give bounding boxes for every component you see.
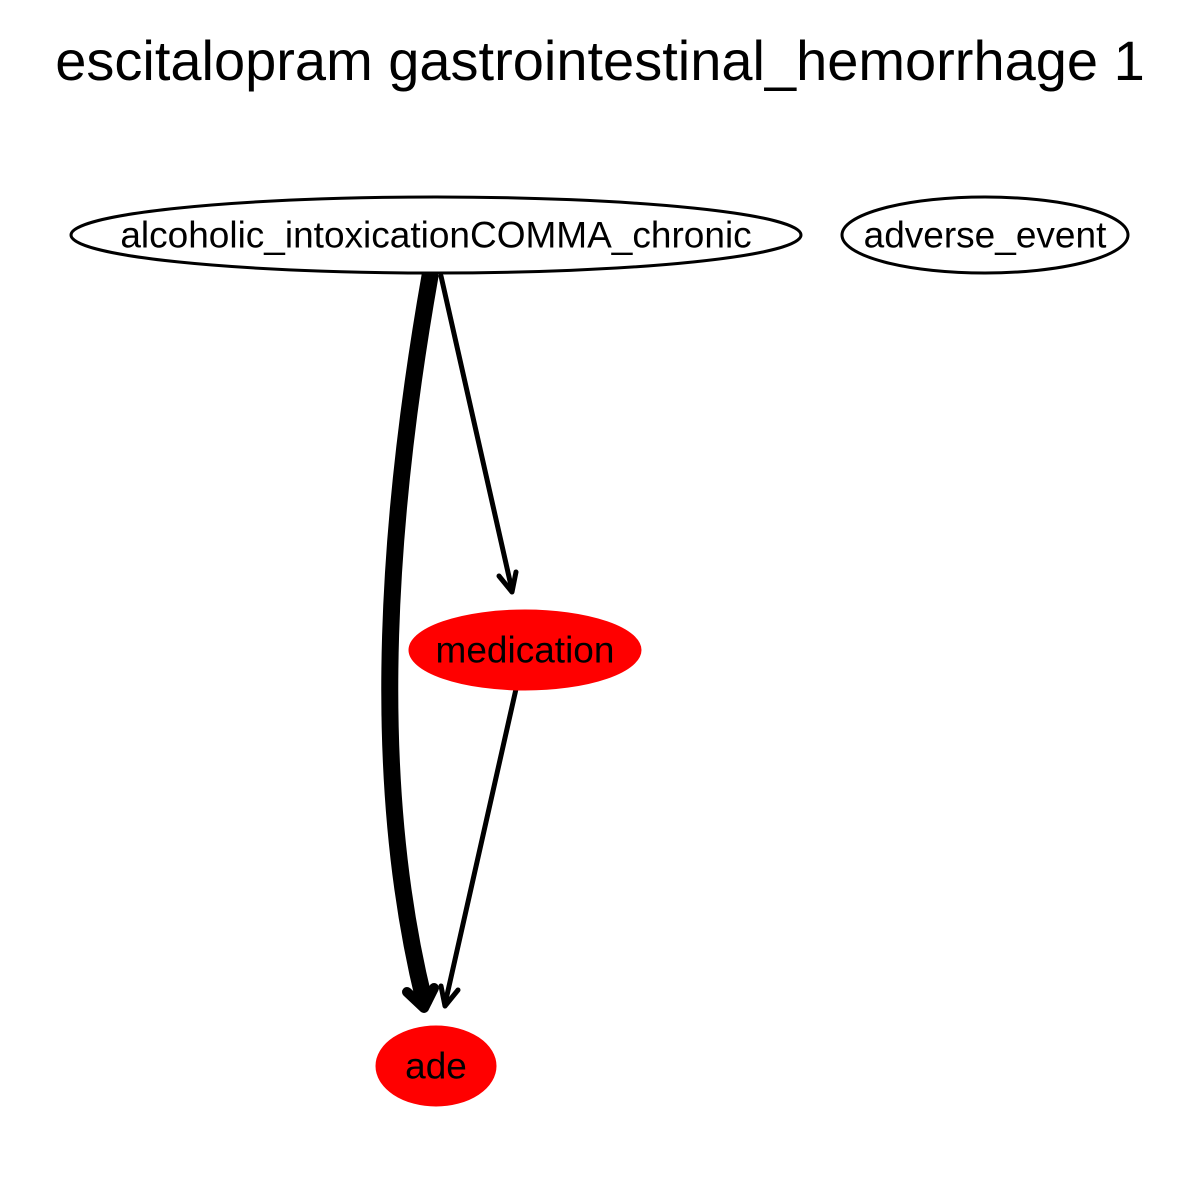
node-medication[interactable]: medication	[408, 609, 642, 691]
arrowhead-icon	[438, 983, 461, 1009]
node-label: adverse_event	[864, 215, 1107, 256]
arrowhead-icon	[496, 569, 519, 595]
node-label: alcoholic_intoxicationCOMMA_chronic	[120, 215, 751, 256]
node-alcoholic-intoxication-chronic[interactable]: alcoholic_intoxicationCOMMA_chronic	[69, 195, 803, 275]
edge-medication-to-ade[interactable]	[438, 686, 519, 1009]
node-ade[interactable]: ade	[375, 1025, 497, 1107]
edge-alcohol-to-ade[interactable]	[381, 267, 439, 1013]
node-label: ade	[405, 1046, 467, 1087]
node-adverse-event[interactable]: adverse_event	[840, 195, 1130, 275]
edge-alcohol-to-medication[interactable]	[438, 273, 519, 595]
arrowhead-icon	[402, 983, 439, 1013]
page-title: escitalopram gastrointestinal_hemorrhage…	[55, 29, 1145, 92]
node-label: medication	[436, 630, 615, 671]
